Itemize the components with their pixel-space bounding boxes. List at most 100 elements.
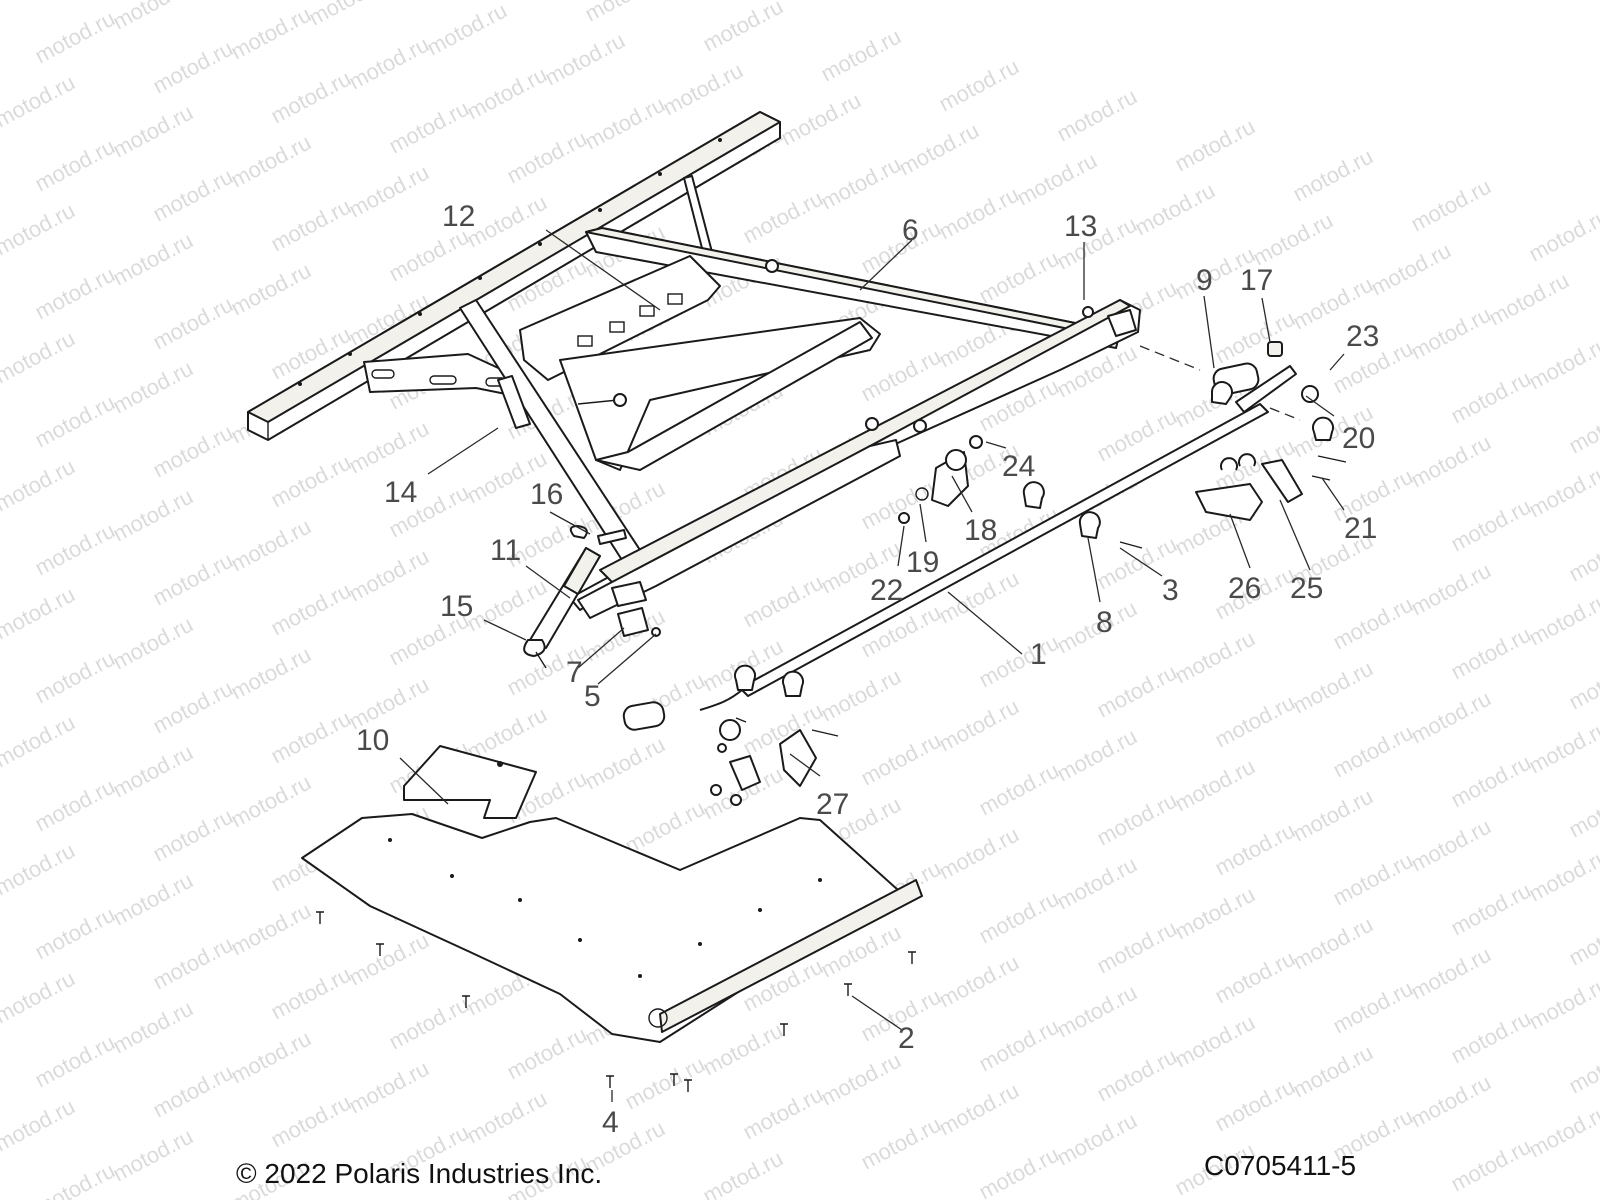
watermark-text: motod.ru — [149, 420, 237, 483]
watermark-text: motod.ru — [109, 868, 197, 931]
watermark-text: motod.ru — [935, 822, 1023, 885]
watermark-text: motod.ru — [227, 2, 315, 65]
watermark-text: motod.ru — [345, 544, 433, 607]
watermark-text: motod.ru — [1171, 754, 1259, 817]
watermark-text: motod.ru — [1565, 524, 1600, 587]
watermark-text: motod.ru — [345, 160, 433, 223]
watermark-text: motod.ru — [935, 54, 1023, 117]
watermark-text: motod.ru — [1289, 656, 1377, 719]
watermark-text: motod.ru — [699, 1146, 787, 1200]
watermark-text: motod.ru — [1565, 396, 1600, 459]
watermark-text: motod.ru — [541, 28, 629, 91]
watermark-text: motod.ru — [581, 92, 669, 155]
watermark-text: motod.ru — [503, 1022, 591, 1085]
watermark-text: motod.ru — [1525, 460, 1600, 523]
figure-code: C0705411-5 — [1204, 1150, 1357, 1181]
watermark-text: motod.ru — [149, 932, 237, 995]
callout-23: 23 — [1346, 320, 1379, 353]
watermark-text: motod.ru — [975, 1014, 1063, 1077]
callout-3: 3 — [1162, 574, 1179, 607]
watermark-text: motod.ru — [0, 0, 79, 4]
watermark-text: motod.ru — [1525, 1100, 1600, 1163]
watermark-text: motod.ru — [739, 1082, 827, 1145]
frame-assembly — [247, 111, 1141, 619]
watermark-text: motod.ru — [1485, 268, 1573, 331]
watermark-text: motod.ru — [0, 454, 79, 517]
callout-5: 5 — [584, 680, 601, 713]
watermark-text: motod.ru — [1447, 366, 1535, 429]
watermark-text: motod.ru — [0, 710, 79, 773]
watermark-text: motod.ru — [817, 24, 905, 87]
watermark-text: motod.ru — [1053, 852, 1141, 915]
watermark-text: motod.ru — [109, 612, 197, 675]
watermark-text: motod.ru — [1525, 588, 1600, 651]
watermark-text: motod.ru — [975, 886, 1063, 949]
callout-6: 6 — [902, 214, 919, 247]
watermark-text: motod.ru — [935, 950, 1023, 1013]
watermark-text: motod.ru — [739, 570, 827, 633]
rivets — [316, 911, 916, 1092]
callout-10: 10 — [356, 724, 389, 757]
watermark-text: motod.ru — [1525, 844, 1600, 907]
watermark-text: motod.ru — [227, 130, 315, 193]
watermark-text: motod.ru — [227, 1026, 315, 1089]
callout-25: 25 — [1290, 572, 1323, 605]
callout-labels: 1 2 3 4 5 6 7 8 9 10 11 12 13 14 15 16 1… — [356, 200, 1379, 1139]
watermark-text: motod.ru — [581, 732, 669, 795]
watermark-text: motod.ru — [1447, 622, 1535, 685]
watermark-text: motod.ru — [935, 1078, 1023, 1141]
watermark-text: motod.ru — [1525, 716, 1600, 779]
watermark-text: motod.ru — [345, 928, 433, 991]
watermark-text: motod.ru — [267, 578, 355, 641]
watermark-text: motod.ru — [1289, 1040, 1377, 1103]
watermark-text: motod.ru — [0, 582, 79, 645]
watermark-text: motod.ru — [345, 1056, 433, 1119]
callout-18: 18 — [964, 514, 997, 547]
callout-24: 24 — [1002, 450, 1035, 483]
watermark-text: motod.ru — [305, 0, 393, 30]
rear-tube-holes — [298, 138, 722, 386]
watermark-text: motod.ru — [227, 770, 315, 833]
watermark-text: motod.ru — [463, 62, 551, 125]
watermark-text: motod.ru — [1211, 818, 1299, 881]
watermark-text: motod.ru — [0, 326, 79, 389]
watermark-text: motod.ru — [621, 1052, 709, 1115]
watermark-text: motod.ru — [1447, 1134, 1535, 1197]
watermark-text: motod.ru — [1013, 148, 1101, 211]
callout-16: 16 — [530, 478, 563, 511]
watermark-text: motod.ru — [581, 0, 669, 26]
watermark-text: motod.ru — [31, 518, 119, 581]
callout-21: 21 — [1344, 512, 1377, 545]
watermark-text: motod.ru — [1565, 780, 1600, 843]
watermark-text: motod.ru — [1447, 750, 1535, 813]
watermark-text: motod.ru — [739, 186, 827, 249]
watermark-text: motod.ru — [227, 898, 315, 961]
watermark-text: motod.ru — [1329, 592, 1417, 655]
watermark-text: motod.ru — [1447, 494, 1535, 557]
watermark-text: motod.ru — [1407, 686, 1495, 749]
watermark-text: motod.ru — [621, 796, 709, 859]
watermark-text: motod.ru — [345, 32, 433, 95]
watermark-text: motod.ru — [1131, 178, 1219, 241]
watermark-text: motod.ru — [267, 962, 355, 1025]
watermark-text: motod.ru — [975, 758, 1063, 821]
watermark-text: motod.ru — [227, 258, 315, 321]
callout-19: 19 — [906, 546, 939, 579]
watermark-text: motod.ru — [267, 1090, 355, 1153]
watermark-text: motod.ru — [1447, 878, 1535, 941]
callout-15: 15 — [440, 590, 473, 623]
watermark-text: motod.ru — [109, 740, 197, 803]
callout-17: 17 — [1240, 264, 1273, 297]
watermark-text: motod.ru — [1053, 84, 1141, 147]
watermark-text: motod.ru — [0, 966, 79, 1029]
stabilizer-bar — [622, 306, 1347, 806]
watermark-text: motod.ru — [1407, 558, 1495, 621]
watermark-text: motod.ru — [1407, 1070, 1495, 1133]
watermark-text: motod.ru — [1211, 1074, 1299, 1137]
watermark-text: motod.ru — [31, 390, 119, 453]
watermark-text: motod.ru — [149, 1060, 237, 1123]
watermark-text: motod.ru — [503, 126, 591, 189]
watermark-text: motod.ru — [149, 36, 237, 99]
